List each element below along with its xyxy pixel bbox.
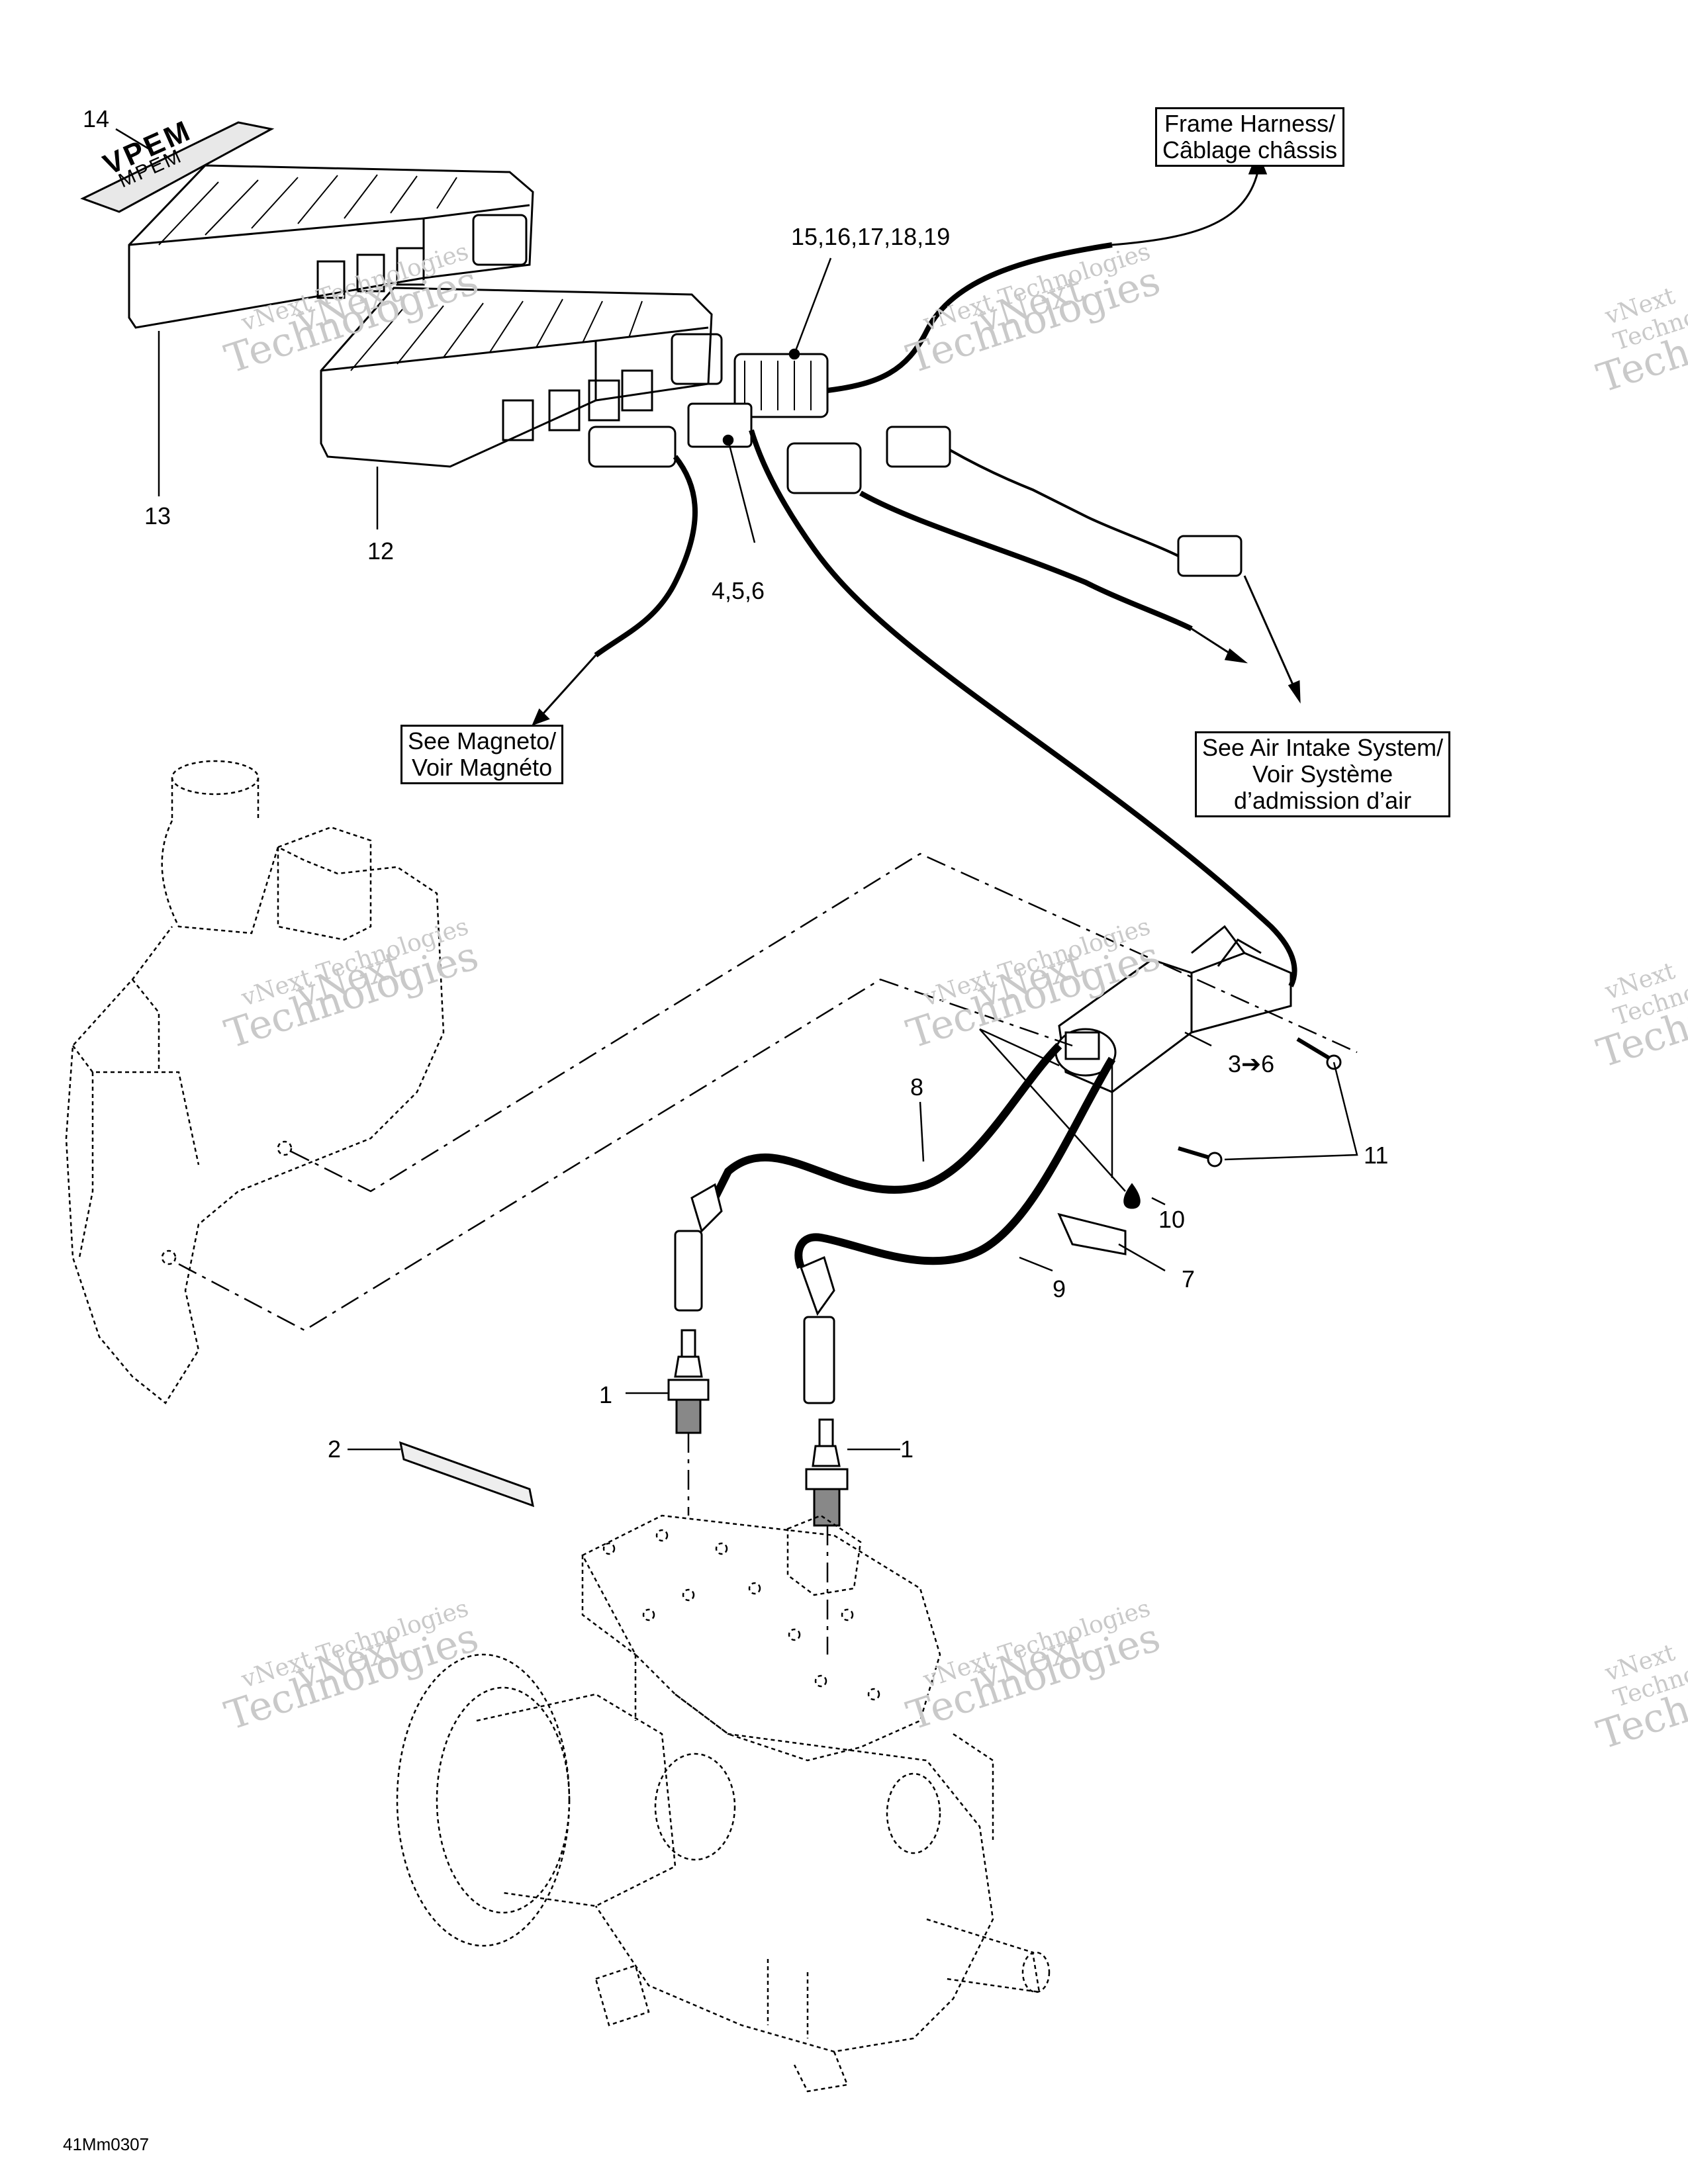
see-air-intake-line-3: d’admission d’air xyxy=(1234,787,1412,814)
callout-10: 10 xyxy=(1158,1206,1186,1233)
callout-7: 7 xyxy=(1182,1265,1196,1293)
wiring-harness xyxy=(594,242,1297,987)
screw-lower xyxy=(1178,1146,1223,1167)
ecm-module-13 xyxy=(128,164,534,329)
callout-9: 9 xyxy=(1053,1275,1066,1302)
callout-12: 12 xyxy=(367,537,395,565)
spark-plug-cap-left xyxy=(674,1183,723,1312)
callout-14: 14 xyxy=(83,105,110,132)
warning-label-2 xyxy=(399,1441,534,1508)
ecm-module-12 xyxy=(320,287,723,468)
spark-plug-right xyxy=(805,1418,849,1527)
spark-plug-cap-right xyxy=(800,1255,835,1404)
see-magneto-box: See Magneto/ Voir Magnéto xyxy=(400,725,564,784)
callout-2: 2 xyxy=(328,1435,342,1463)
see-magneto-line-2: Voir Magnéto xyxy=(412,754,553,781)
callout-4-6: 4,5,6 xyxy=(712,577,765,604)
connector-4-6 xyxy=(687,402,753,448)
callout-13: 13 xyxy=(144,502,171,529)
engine xyxy=(396,1514,1051,2093)
see-air-intake-box: See Air Intake System/ Voir Système d’ad… xyxy=(1195,731,1451,817)
callout-15-19: 15,16,17,18,19 xyxy=(791,223,951,250)
callout-1-left: 1 xyxy=(599,1381,613,1408)
callout-3-6: 3➔6 xyxy=(1228,1050,1275,1077)
see-air-intake-line-1: See Air Intake System/ xyxy=(1202,734,1444,761)
connector-15-19 xyxy=(733,353,829,418)
air-intake-connector-b xyxy=(886,426,951,468)
magneto-connector xyxy=(588,426,677,468)
frame-outline xyxy=(178,852,1358,1655)
callout-1-right: 1 xyxy=(900,1435,914,1463)
air-intake-connector-a xyxy=(786,442,862,494)
see-air-intake-line-2: Voir Système xyxy=(1252,760,1393,788)
oil-tank xyxy=(65,760,445,1404)
ignition-coil xyxy=(1055,925,1292,1093)
connector-7 xyxy=(1057,1212,1127,1255)
frame-harness-box: Frame Harness/ Câblage châssis xyxy=(1155,107,1345,167)
drawing-code: 41Mm0307 xyxy=(63,2134,150,2154)
spark-plug-left xyxy=(667,1329,710,1434)
vpem-label-14 xyxy=(80,121,275,213)
grease-drop-icon xyxy=(1123,1183,1141,1209)
callout-8: 8 xyxy=(910,1073,924,1101)
leader-lines xyxy=(115,128,1358,1451)
frame-harness-line-2: Câblage châssis xyxy=(1162,136,1338,163)
see-magneto-line-1: See Magneto/ xyxy=(408,727,557,754)
frame-harness-line-1: Frame Harness/ xyxy=(1164,110,1336,137)
sensor-plug xyxy=(1177,535,1243,577)
callout-11: 11 xyxy=(1364,1142,1389,1169)
spark-plug-wires xyxy=(711,1042,1116,1269)
